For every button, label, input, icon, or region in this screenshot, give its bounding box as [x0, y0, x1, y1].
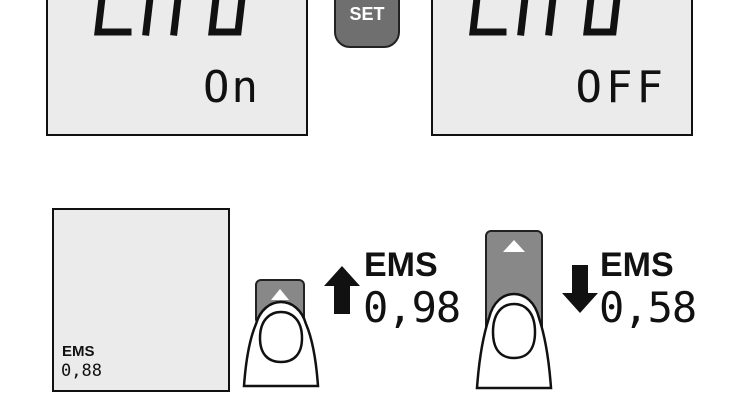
small-display: EMS 0,88	[52, 208, 230, 392]
lcd-state-on: On	[203, 62, 260, 113]
lcd-ems-segment-left	[94, 0, 246, 36]
increase-value: 0,98	[363, 283, 461, 332]
increase-label: EMS	[364, 246, 438, 284]
arrow-up-icon	[324, 266, 360, 314]
up-triangle-icon	[271, 289, 289, 300]
finger-icon-left	[242, 300, 320, 388]
set-button-label: SET	[349, 4, 385, 24]
lcd-state-off: OFF	[575, 62, 667, 113]
small-display-label: EMS	[62, 343, 95, 360]
arrow-down-icon	[562, 265, 598, 313]
finger-icon-right	[475, 292, 553, 390]
lcd-display-right: OFF	[431, 0, 693, 136]
decrease-value: 0,58	[599, 283, 697, 332]
lcd-ems-segment-right	[469, 0, 621, 36]
decrease-label: EMS	[600, 246, 674, 284]
lcd-display-left: On	[46, 0, 308, 136]
small-display-value: 0,88	[61, 361, 102, 381]
up-triangle-icon	[503, 240, 525, 252]
set-button[interactable]: SET	[334, 0, 400, 48]
